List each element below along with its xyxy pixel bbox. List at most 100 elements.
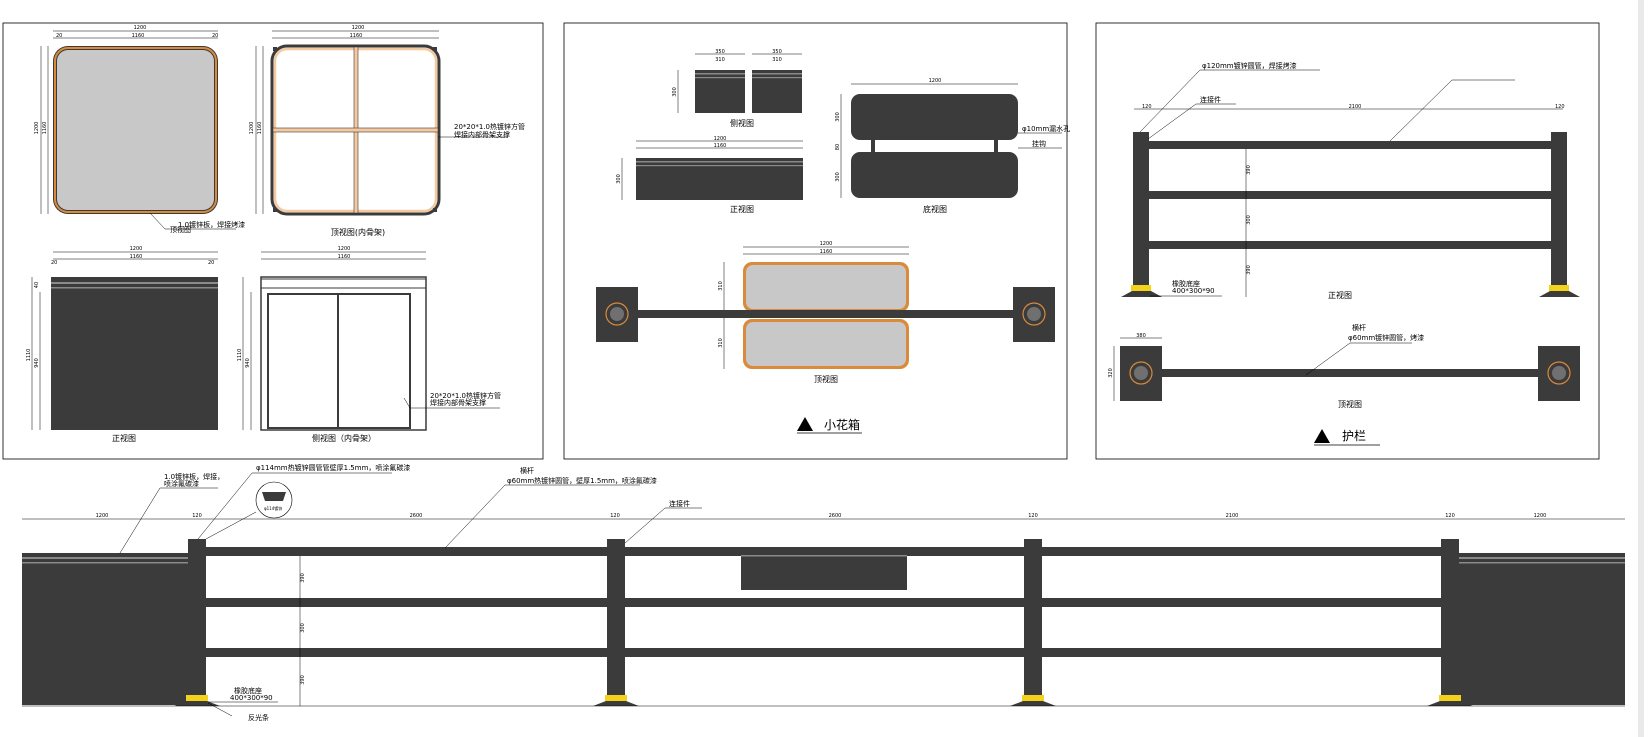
- dim-label: 1160: [338, 254, 351, 260]
- dim-label: 310: [718, 281, 724, 291]
- title-small-flower-box: 小花箱: [824, 417, 860, 432]
- dim-label: 1160: [257, 122, 263, 135]
- note-connector: 连接件: [669, 499, 690, 508]
- dim-label: 80: [835, 144, 841, 150]
- note-square-tube: 20*20*1.0热镀锌方管: [430, 391, 501, 400]
- vertical-scrollbar[interactable]: [1638, 0, 1644, 737]
- caption-front: 正视图: [1328, 290, 1352, 300]
- dim-label: 1200: [34, 122, 40, 135]
- top-view-frame: 1200 1160 1200 1160 20*20*1.0热镀锌方管 焊接内部骨…: [249, 25, 525, 237]
- caption-front: 正视图: [730, 204, 754, 214]
- note-reflective-strip: 反光条: [248, 713, 269, 722]
- note-pipe-114: φ114mm热镀锌圆管管壁厚1.5mm，喷涂氟碳漆: [256, 463, 410, 472]
- note-top-view: 顶视图: [170, 225, 191, 234]
- dim-label: 1160: [130, 254, 143, 260]
- full-elevation: 1200 120 2600 120 2600 120 2100 120 1200: [22, 463, 1625, 722]
- dim-label: 2600: [410, 513, 423, 519]
- guardrail-title: 护栏: [1314, 428, 1380, 446]
- dim-label: 1110: [237, 349, 243, 362]
- panel-small-flower-box: 350 350 310 310 300 侧视图 1200 1160 300: [563, 22, 1070, 460]
- dim-label: 1200: [352, 25, 365, 31]
- dim-label: 300: [835, 172, 841, 182]
- note-rubber-base: 橡胶底座: [234, 686, 262, 695]
- dim-label: 1200: [96, 513, 109, 519]
- note-hook: 挂钩: [1032, 139, 1046, 148]
- top-view-solid: 1200 1160 20 20 1200 1160 顶视图 1.0镀锌板，焊接烤…: [34, 25, 245, 234]
- note-pipe-60: φ60mm热镀锌圆管，壁厚1.5mm，喷涂氟碳漆: [507, 476, 657, 485]
- panel-frame: [563, 22, 1068, 460]
- dim-label: 120: [1142, 104, 1152, 110]
- dim-label: 20: [212, 33, 218, 39]
- caption-top: 顶视图: [1338, 399, 1362, 409]
- dim-label: 1160: [42, 122, 48, 135]
- dim-label: 310: [772, 57, 782, 63]
- dim-label: 1160: [820, 249, 833, 255]
- note-pipe-60: φ60mm镀锌圆管，烤漆: [1348, 333, 1424, 342]
- dim-label: 120: [1445, 513, 1455, 519]
- guardrail-front-view: 120 2100 120 390 300 390 φ120mm镀锌圆管，焊接烤漆…: [1121, 61, 1580, 300]
- dim-label: 1200: [820, 241, 833, 247]
- note-drain-hole: φ10mm漏水孔: [1022, 124, 1070, 133]
- dim-label: 2100: [1226, 513, 1239, 519]
- note-rubber-size: 400*300*90: [230, 694, 273, 702]
- dim-label: 940: [245, 358, 251, 368]
- dim-label: 300: [1246, 215, 1252, 225]
- dim-label: 390: [300, 675, 306, 685]
- caption-front: 正视图: [112, 433, 136, 443]
- side-view-frame: 1200 1160 1110 940 20*20*1.0热镀锌方管 焊接内部骨架…: [237, 246, 501, 443]
- note-rubber-size: 400*300*90: [1172, 287, 1215, 295]
- dim-label: 300: [835, 112, 841, 122]
- note-frame-support: 焊接内部骨架支撑: [430, 398, 486, 407]
- dim-label: 120: [192, 513, 202, 519]
- dim-label: 20: [56, 33, 62, 39]
- note-rail: 横杆: [1352, 323, 1366, 332]
- panel-guardrail: 120 2100 120 390 300 390 φ120mm镀锌圆管，焊接烤漆…: [1095, 22, 1600, 460]
- dim-label: 1160: [350, 33, 363, 39]
- small-box-bottom-view: 1200 300 80 300 φ10mm漏水孔 挂钩 底视图: [835, 78, 1070, 214]
- dim-label: 120: [610, 513, 620, 519]
- dim-label: 1200: [714, 136, 727, 142]
- panel-planter-box: 1200 1160 20 20 1200 1160 顶视图 1.0镀锌板，焊接烤…: [2, 22, 544, 460]
- panel-frame: [2, 22, 544, 460]
- note-rail: 横杆: [520, 466, 534, 475]
- dim-label: 2100: [1349, 104, 1362, 110]
- caption-side: 侧视图: [730, 118, 754, 128]
- dim-label: 940: [34, 358, 40, 368]
- dim-label: 20: [208, 260, 214, 266]
- dim-label: 1200: [130, 246, 143, 252]
- note-plate-2: 喷涂氟碳漆: [164, 479, 199, 488]
- dim-label: 40: [34, 282, 40, 288]
- note-connector: 连接件: [1200, 95, 1221, 104]
- note-frame-support: 焊接内部骨架支撑: [454, 130, 510, 139]
- caption-side-frame: 侧视图（内骨架）: [312, 433, 376, 443]
- dim-label: 350: [715, 49, 725, 55]
- note-pipe-120: φ120mm镀锌圆管，焊接烤漆: [1202, 61, 1297, 70]
- dim-label: 2600: [829, 513, 842, 519]
- dim-label: 20: [51, 260, 57, 266]
- dim-label: 310: [715, 57, 725, 63]
- dim-label: 380: [1136, 333, 1146, 339]
- caption-bottom: 底视图: [923, 204, 947, 214]
- caption-top: 顶视图: [814, 374, 838, 384]
- dim-label: 390: [300, 573, 306, 583]
- note-galvanized: 1.0镀锌板，焊接烤漆: [178, 220, 245, 229]
- dim-label: 310: [718, 338, 724, 348]
- small-box-front-view: 1200 1160 300 正视图: [616, 136, 803, 214]
- dim-label: 1200: [929, 78, 942, 84]
- guardrail-top-view: 380 320 横杆 φ60mm镀锌圆管，烤漆 顶视图: [1108, 323, 1580, 409]
- front-view: 1200 1160 20 20 1110 940 40 正视图: [26, 246, 218, 443]
- dim-label: 300: [300, 623, 306, 633]
- dim-label: 390: [1246, 265, 1252, 275]
- dim-label: 1200: [249, 122, 255, 135]
- dim-label: 1160: [132, 33, 145, 39]
- dim-label: 1160: [714, 143, 727, 149]
- dim-label: 300: [616, 174, 622, 184]
- note-square-tube: 20*20*1.0热镀锌方管: [454, 122, 525, 131]
- dim-label: 120: [1028, 513, 1038, 519]
- dim-label: 350: [772, 49, 782, 55]
- detail-label: φ114镀锌: [264, 505, 282, 511]
- dim-label: 390: [1246, 165, 1252, 175]
- small-box-top-view: 1200 1160 310 310 顶视图: [596, 241, 1055, 384]
- note-rubber-base: 橡胶底座: [1172, 279, 1200, 288]
